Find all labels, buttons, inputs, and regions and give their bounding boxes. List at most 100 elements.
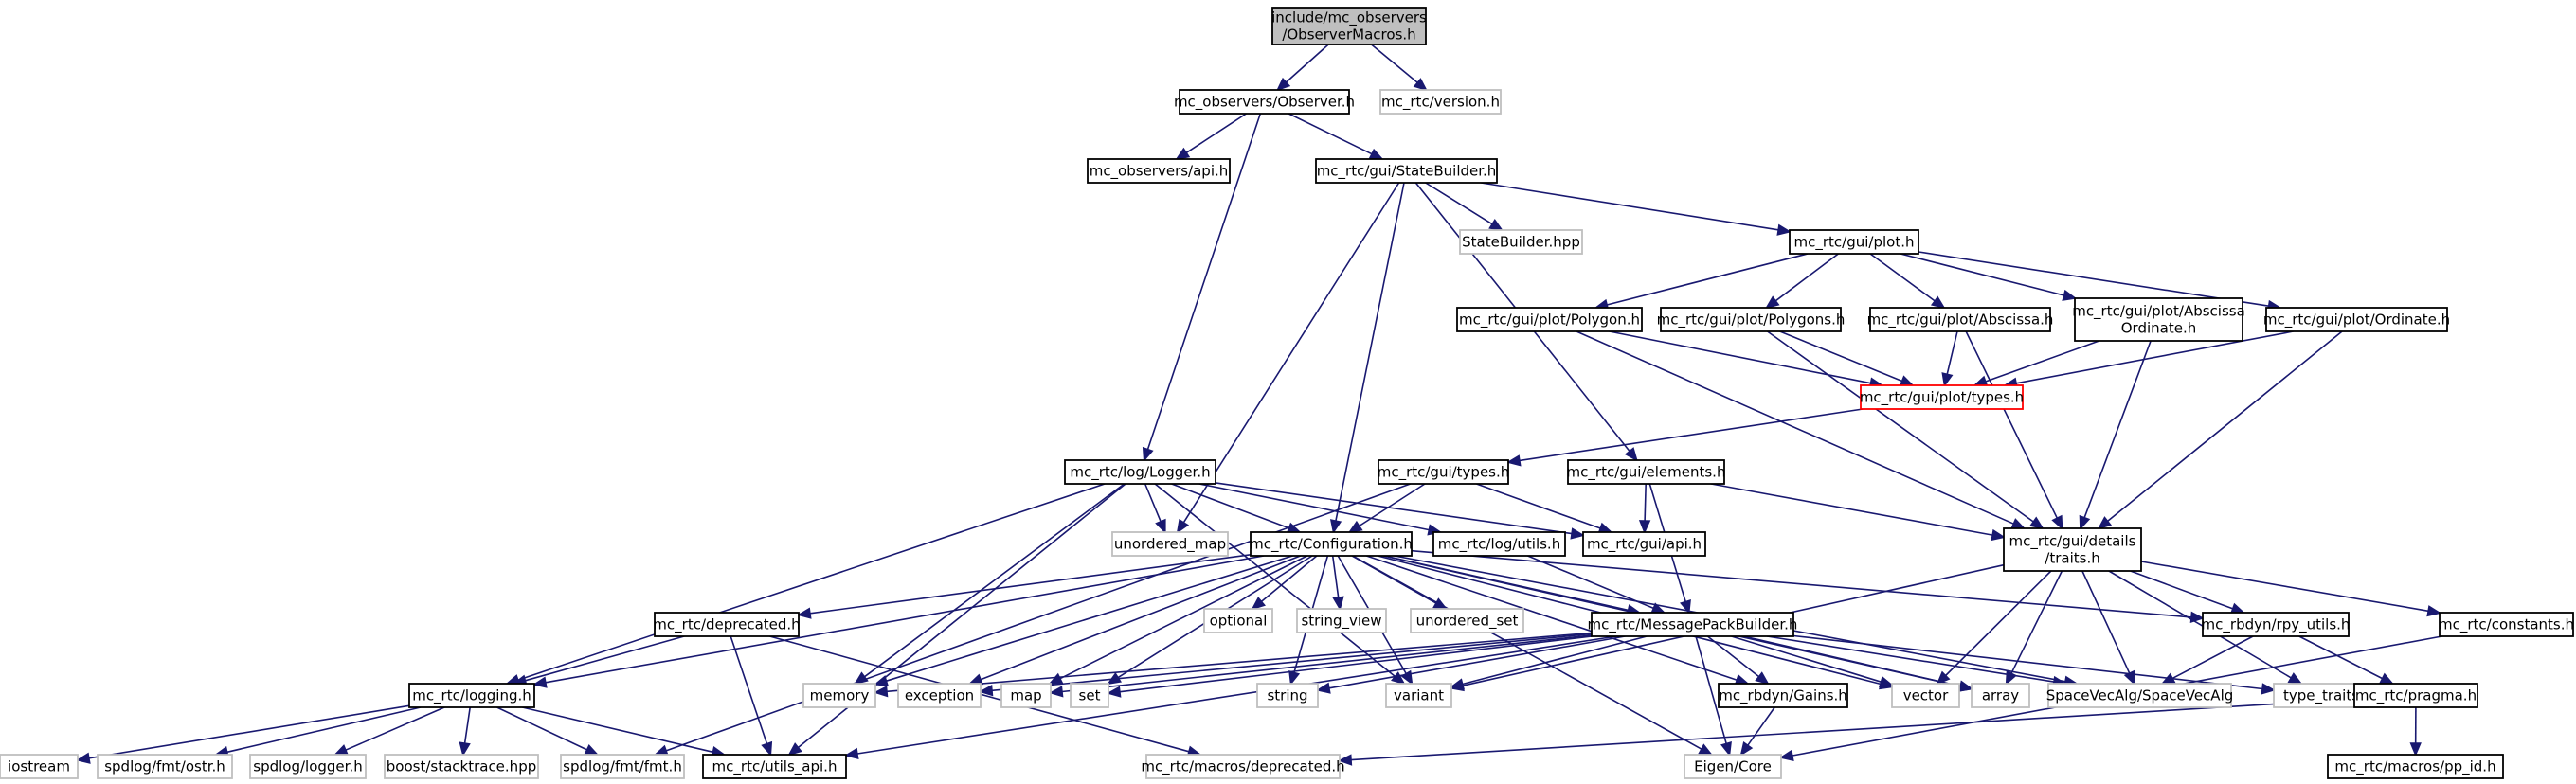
node-label: spdlog/logger.h — [253, 758, 362, 775]
node-stacktrace-hpp[interactable]: boost/stacktrace.hpp — [384, 754, 539, 779]
edge-logger-h-to-logging-h — [505, 483, 1106, 686]
edge-traits-h-to-constants-h — [2140, 561, 2442, 617]
node-box — [1660, 307, 1842, 332]
node-exception[interactable]: exception — [897, 683, 982, 708]
node-label: mc_rtc/gui/plot/types.h — [1860, 389, 2024, 407]
node-elements-h[interactable]: mc_rtc/gui/elements.h — [1567, 459, 1726, 485]
node-box — [1250, 531, 1413, 557]
node-box — [1256, 683, 1319, 708]
node-string-view[interactable]: string_view — [1296, 608, 1387, 633]
edge-logging-h-to-fmt-h — [496, 706, 600, 756]
edge-statebuilder-h-to-configuration-h — [1329, 182, 1405, 535]
node-plot-h[interactable]: mc_rtc/gui/plot.h — [1789, 229, 1919, 255]
node-label: mc_rtc/gui/types.h — [1378, 464, 1510, 482]
node-box — [1891, 683, 1960, 708]
node-optional[interactable]: optional — [1203, 608, 1273, 633]
node-label: SpaceVecAlg/SpaceVecAlg — [2046, 687, 2234, 704]
node-label: mc_rtc/version.h — [1381, 94, 1500, 112]
edge-observer-h-to-statebuilder-h — [1288, 113, 1384, 160]
node-version-h[interactable]: mc_rtc/version.h — [1379, 89, 1502, 115]
node-ordinate-h[interactable]: mc_rtc/gui/plot/Ordinate.h — [2263, 307, 2450, 332]
edge-msgpack-h-to-gains-h — [1706, 635, 1770, 686]
node-label: mc_rtc/gui/plot/Abscissa.h — [1867, 312, 2054, 330]
node-obs-api-h[interactable]: mc_observers/api.h — [1087, 158, 1231, 184]
node-label: mc_rtc/MessagePackBuilder.h — [1588, 616, 1798, 634]
node-label: StateBuilder.hpp — [1462, 234, 1580, 251]
node-box — [2074, 297, 2243, 342]
node-box — [1789, 229, 1919, 255]
node-box — [1684, 754, 1782, 779]
edge-pragma-h-to-macros-deprecated-h — [1337, 698, 2355, 766]
node-set[interactable]: set — [1070, 683, 1109, 708]
node-observer-h[interactable]: mc_observers/Observer.h — [1174, 89, 1355, 115]
node-deprecated-h[interactable]: mc_rtc/deprecated.h — [653, 612, 801, 637]
node-box — [1410, 608, 1524, 633]
nodes-layer: include/mc_observers/ObserverMacros.h mc_… — [0, 7, 2574, 779]
node-abscissa-h[interactable]: mc_rtc/gui/plot/Abscissa.h — [1867, 307, 2054, 332]
node-label: mc_rtc/gui/elements.h — [1567, 464, 1726, 482]
edge-root-to-observer-h — [1275, 44, 1329, 92]
edge-logging-h-to-utils-api-h — [522, 706, 727, 758]
node-box — [1179, 89, 1350, 115]
node-constants-h[interactable]: mc_rtc/constants.h — [2439, 612, 2574, 637]
node-gui-api-h[interactable]: mc_rtc/gui/api.h — [1582, 531, 1706, 557]
node-vector[interactable]: vector — [1891, 683, 1960, 708]
node-label: mc_rtc/macros/deprecated.h — [1141, 758, 1344, 776]
node-traits-h[interactable]: mc_rtc/gui/details/traits.h — [2003, 527, 2142, 572]
node-ostr-h[interactable]: spdlog/fmt/ostr.h — [97, 754, 233, 779]
node-label: /ObserverMacros.h — [1282, 27, 1415, 44]
node-variant[interactable]: variant — [1385, 683, 1452, 708]
edge-polygons-h-to-traits-h — [1767, 330, 2045, 530]
node-box — [1378, 459, 1509, 485]
node-pragma-h[interactable]: mc_rtc/pragma.h — [2353, 683, 2478, 708]
node-log-utils-h[interactable]: mc_rtc/log/utils.h — [1432, 531, 1566, 557]
node-logger-h[interactable]: mc_rtc/log/Logger.h — [1064, 459, 1216, 485]
node-label: mc_rtc/logging.h — [412, 687, 531, 705]
node-map[interactable]: map — [1000, 683, 1052, 708]
node-polygons-h[interactable]: mc_rtc/gui/plot/Polygons.h — [1657, 307, 1846, 332]
node-eigen-core[interactable]: Eigen/Core — [1684, 754, 1782, 779]
edge-msgpack-h-to-array — [1743, 635, 1974, 692]
edge-gui-types-h-to-configuration-h — [1347, 483, 1426, 534]
node-plot-types-h[interactable]: mc_rtc/gui/plot/types.h — [1860, 384, 2024, 410]
node-statebuilder-hpp[interactable]: StateBuilder.hpp — [1459, 229, 1583, 255]
node-type-traits[interactable]: type_traits — [2273, 683, 2369, 708]
node-label: mc_rtc/pragma.h — [2355, 687, 2477, 705]
node-array[interactable]: array — [1971, 683, 2030, 708]
node-spacevecalg[interactable]: SpaceVecAlg/SpaceVecAlg — [2046, 683, 2234, 708]
node-configuration-h[interactable]: mc_rtc/Configuration.h — [1250, 531, 1413, 557]
node-pp-id-h[interactable]: mc_rtc/macros/pp_id.h — [2327, 754, 2504, 779]
edge-msgpack-h-to-map — [1048, 634, 1593, 698]
node-string[interactable]: string — [1256, 683, 1319, 708]
node-rpy-utils-h[interactable]: mc_rbdyn/rpy_utils.h — [2202, 612, 2351, 637]
node-iostream[interactable]: iostream — [0, 754, 79, 779]
node-root[interactable]: include/mc_observers/ObserverMacros.h — [1271, 7, 1427, 45]
node-box — [1869, 307, 2051, 332]
node-box — [654, 612, 800, 637]
node-logging-h[interactable]: mc_rtc/logging.h — [408, 683, 535, 708]
node-label: mc_rtc/gui/plot/Polygons.h — [1657, 312, 1846, 330]
node-box — [1203, 608, 1273, 633]
node-spdlog-logger-h[interactable]: spdlog/logger.h — [249, 754, 367, 779]
node-label: mc_rtc/gui/StateBuilder.h — [1317, 163, 1497, 181]
node-macros-deprecated-h[interactable]: mc_rtc/macros/deprecated.h — [1141, 754, 1345, 779]
node-msgpack-h[interactable]: mc_rtc/MessagePackBuilder.h — [1588, 612, 1798, 637]
node-unordered-set[interactable]: unordered_set — [1410, 608, 1524, 633]
node-gui-types-h[interactable]: mc_rtc/gui/types.h — [1378, 459, 1510, 485]
node-statebuilder-h[interactable]: mc_rtc/gui/StateBuilder.h — [1315, 158, 1498, 184]
node-fmt-h[interactable]: spdlog/fmt/fmt.h — [560, 754, 685, 779]
node-gains-h[interactable]: mc_rbdyn/Gains.h — [1718, 683, 1848, 708]
node-memory[interactable]: memory — [802, 683, 876, 708]
node-box — [408, 683, 535, 708]
node-polygon-h[interactable]: mc_rtc/gui/plot/Polygon.h — [1456, 307, 1643, 332]
node-label: mc_rtc/deprecated.h — [653, 616, 800, 634]
node-box — [1296, 608, 1387, 633]
node-label: mc_rtc/gui/details — [2009, 533, 2136, 551]
edge-logger-h-to-utils-api-h — [787, 483, 1126, 757]
node-utils-api-h[interactable]: mc_rtc/utils_api.h — [702, 754, 847, 779]
node-box — [97, 754, 233, 779]
node-unordered-map[interactable]: unordered_map — [1111, 531, 1229, 557]
node-label: unordered_set — [1416, 613, 1519, 631]
node-box — [897, 683, 982, 708]
